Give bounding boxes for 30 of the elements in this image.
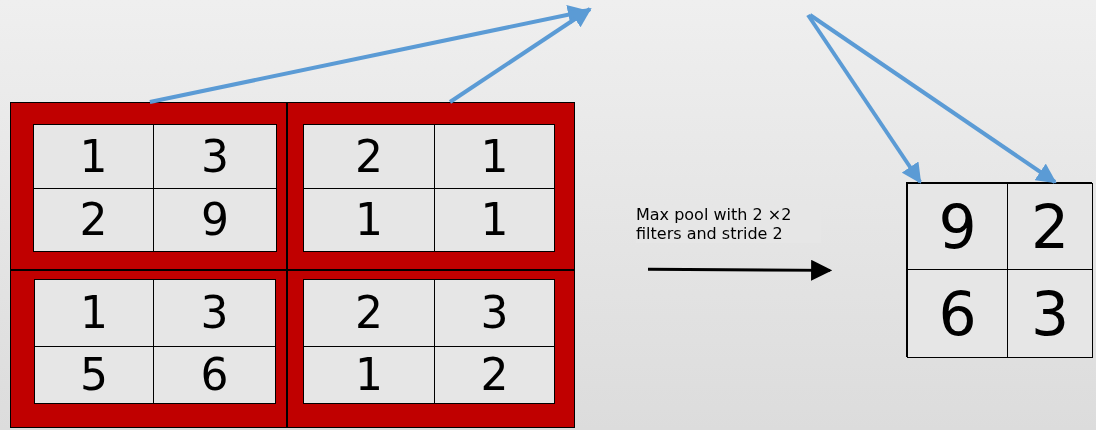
pooling-region bbox=[10, 102, 287, 270]
grid-cell: 6 bbox=[153, 346, 276, 404]
grid-cell: 3 bbox=[153, 279, 276, 347]
arrow bbox=[448, 7, 592, 104]
grid-cell: 2 bbox=[303, 279, 435, 347]
grid-cell: 9 bbox=[153, 188, 277, 252]
grid-cell: 2 bbox=[33, 188, 154, 252]
grid-cell: 2 bbox=[434, 346, 555, 404]
input-grid bbox=[10, 102, 575, 428]
grid-cell: 3 bbox=[153, 124, 277, 189]
grid-cell: 1 bbox=[34, 279, 154, 347]
arrow bbox=[808, 13, 1057, 184]
grid-cell: 3 bbox=[434, 279, 555, 347]
pooling-region bbox=[287, 270, 575, 428]
arrow bbox=[648, 259, 833, 281]
grid-cell: 3 bbox=[1007, 269, 1093, 358]
grid-cell: 2 bbox=[303, 124, 435, 189]
grid-cell: 9 bbox=[907, 183, 1008, 270]
pooling-region bbox=[10, 270, 287, 428]
grid-cell: 5 bbox=[34, 346, 154, 404]
grid-cell: 1 bbox=[303, 188, 435, 252]
grid-cell: 1 bbox=[434, 124, 555, 189]
arrow bbox=[806, 13, 922, 184]
output-grid bbox=[906, 182, 1092, 357]
grid-cell: 2 bbox=[1007, 183, 1093, 270]
grid-cell: 1 bbox=[434, 188, 555, 252]
pooling-region bbox=[287, 102, 575, 270]
grid-cell: 1 bbox=[33, 124, 154, 189]
grid-cell: 1 bbox=[303, 346, 435, 404]
grid-cell: 6 bbox=[907, 269, 1008, 358]
